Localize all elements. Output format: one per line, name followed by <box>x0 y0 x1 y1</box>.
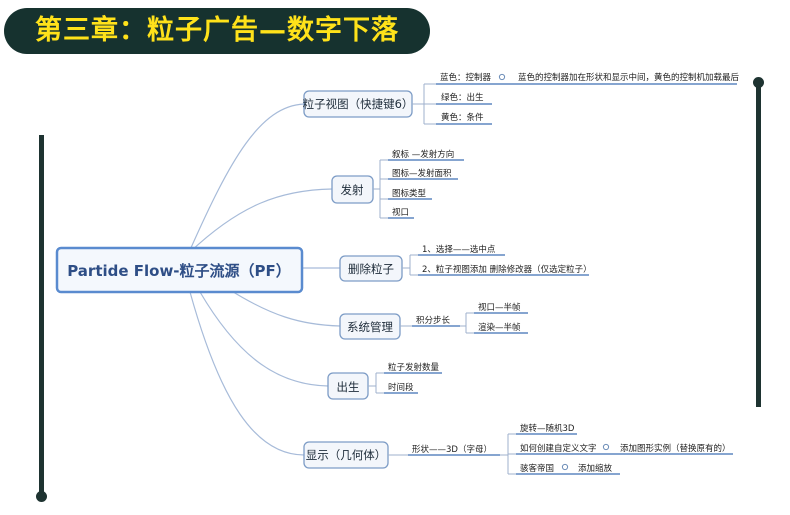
display-matrix-connector-icon <box>561 463 569 471</box>
branch-view-label: 粒子视图（快捷键6） <box>303 97 414 111</box>
display-child-custom-text: 如何创建自定义文字 <box>520 443 597 454</box>
delete-child-select: 1、选择——选中点 <box>422 244 496 255</box>
emit-child-icon-type: 图标类型 <box>392 188 427 199</box>
birth-child-time: 时间段 <box>388 382 414 393</box>
tree-system <box>460 312 474 334</box>
tree-delete <box>402 254 418 276</box>
view-child-yellow: 黄色：条件 <box>441 112 484 123</box>
right-vertical-bar <box>756 82 761 407</box>
birth-child-count: 粒子发射数量 <box>388 362 440 373</box>
connector-birth <box>199 291 329 387</box>
display-custom-child: 添加图形实例（替换原有的） <box>620 443 731 454</box>
emit-child-viewport: 视口 <box>392 207 409 218</box>
delete-child-modifier: 2、粒子视图添加 删除修改器（仅选定粒子） <box>422 264 592 275</box>
root-connectors <box>189 103 341 456</box>
root-node-label: Partide Flow-粒子流源（PF） <box>67 262 291 280</box>
display-child-matrix: 骇客帝国 <box>520 463 554 474</box>
view-blue-connector-icon <box>498 73 506 81</box>
branch-birth: 出生 粒子发射数量 时间段 <box>327 362 442 400</box>
display-matrix-child: 添加缩放 <box>578 463 613 474</box>
branch-birth-label: 出生 <box>337 380 360 394</box>
display-custom-connector-icon <box>602 443 610 451</box>
view-note: 蓝色的控制器加在形状和显示中间，黄色的控制机加载最后 <box>518 72 740 83</box>
emit-child-area: 图标—发射面积 <box>392 168 452 179</box>
system-child-viewport: 视口—半帧 <box>478 302 521 313</box>
branch-delete: 删除粒子 1、选择——选中点 2、粒子视图添加 删除修改器（仅选定粒子） <box>339 244 592 282</box>
branch-delete-label: 删除粒子 <box>348 262 394 276</box>
view-child-green: 绿色：出生 <box>441 92 484 103</box>
branch-emit-label: 发射 <box>341 183 364 197</box>
tree-display <box>500 433 516 475</box>
left-vertical-bar <box>39 135 44 497</box>
display-child-rotate: 旋转—随机3D <box>520 423 575 434</box>
root-node <box>55 246 304 294</box>
tree-emit <box>373 159 388 219</box>
connector-view <box>189 103 305 251</box>
branch-display-label: 显示（几何体） <box>306 448 387 462</box>
tree-view <box>412 83 436 125</box>
view-child-blue: 蓝色：控制器 <box>440 72 492 83</box>
system-child-render: 渲染—半帧 <box>478 322 521 333</box>
branch-display: 显示（几何体） 形状——3D（字母） 旋转—随机3D 如何创建自定义文字 添加图… <box>303 423 733 475</box>
page-title: 第三章：粒子广告—数字下落 <box>35 15 399 46</box>
branch-system: 系统管理 积分步长 视口—半帧 渲染—半帧 <box>339 302 528 340</box>
right-bar-top-dot <box>753 77 764 88</box>
connector-emit <box>189 188 333 253</box>
title-banner: 第三章：粒子广告—数字下落 <box>4 8 430 54</box>
branch-system-label: 系统管理 <box>347 320 393 334</box>
branch-view: 粒子视图（快捷键6） 蓝色：控制器 蓝色的控制器加在形状和显示中间，黄色的控制机… <box>303 72 740 125</box>
display-shape: 形状——3D（字母） <box>412 444 492 455</box>
left-bar-bottom-dot <box>36 491 47 502</box>
connector-display <box>189 291 305 456</box>
system-integration-step: 积分步长 <box>416 315 451 326</box>
emit-child-direction: 叙标 —发射方向 <box>392 149 454 160</box>
branch-emit: 发射 叙标 —发射方向 图标—发射面积 图标类型 视口 <box>331 149 464 219</box>
connector-system <box>229 289 341 327</box>
tree-birth <box>368 372 384 394</box>
